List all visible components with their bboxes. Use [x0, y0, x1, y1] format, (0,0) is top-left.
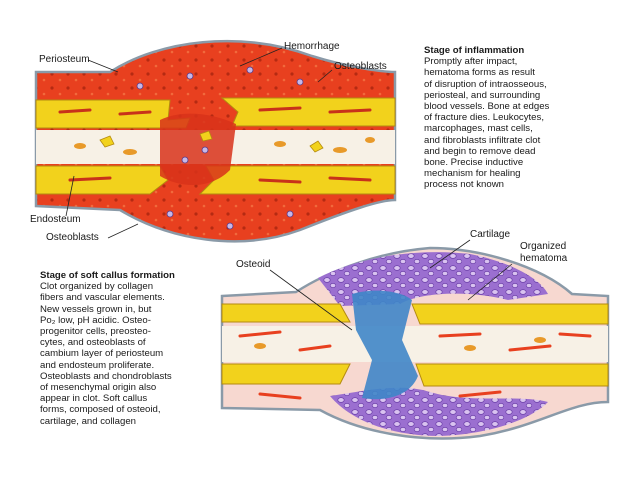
inflammation-stage-diagram — [34, 39, 397, 243]
inflammation-line: of disruption of intraosseous, — [424, 78, 547, 90]
inflammation-line: and begin to remove dead — [424, 145, 536, 157]
soft-callus-stage-diagram — [220, 239, 610, 440]
inflammation-line: Promptly after impact, — [424, 56, 518, 68]
soft-callus-line: forms, composed of osteoid, — [40, 404, 161, 416]
callus-cortical-bone-upper-right — [411, 303, 609, 325]
inflammation-line: bone. Precise inductive — [424, 157, 524, 169]
soft-callus-title: Stage of soft callus formation — [40, 270, 175, 281]
soft-callus-line: New vessels grown in, but — [40, 303, 152, 315]
inflammation-title: Stage of inflammation — [424, 45, 525, 56]
soft-callus-line: cartilage, and collagen — [40, 415, 137, 427]
soft-callus-line: fibers and vascular elements. — [40, 292, 165, 304]
cortical-bone-lower — [35, 165, 169, 195]
label-organized-hematoma-1: Organized — [520, 241, 567, 252]
inflammation-description: Stage of inflammation Promptly after imp… — [424, 45, 614, 191]
callus-marrow-cavity — [222, 326, 608, 362]
soft-callus-line: progenitor cells, preosteo- — [40, 326, 151, 338]
inflammation-line: process not known — [424, 179, 504, 191]
inflammation-line: periosteal, and surrounding — [424, 89, 541, 101]
soft-callus-line: of mesenchymal origin also — [40, 382, 157, 394]
label-osteoblasts-top: Osteoblasts — [334, 61, 387, 72]
label-cartilage: Cartilage — [470, 229, 511, 240]
label-organized-hematoma-2: hematoma — [520, 253, 568, 264]
soft-callus-line: Clot organized by collagen — [40, 281, 154, 293]
label-endosteum: Endosteum — [30, 214, 81, 225]
soft-callus-description: Stage of soft callus formation Clot orga… — [40, 270, 220, 427]
label-periosteum: Periosteum — [39, 54, 90, 65]
inflammation-line: mechanism for healing — [424, 168, 521, 180]
soft-callus-line: and endosteum proliferate. — [40, 359, 155, 371]
label-osteoblasts-bottom: Osteoblasts — [46, 232, 99, 243]
osteoid-region — [352, 290, 418, 400]
inflammation-line: marcophages, mast cells, — [424, 123, 533, 135]
fracture-clot — [160, 113, 236, 186]
inflammation-line: and fibroblasts infiltrate clot — [424, 134, 541, 146]
callus-cortical-bone-lower — [221, 363, 351, 385]
inflammation-line: blood vessels. Bone at edges — [424, 101, 550, 113]
label-osteoid: Osteoid — [236, 259, 271, 270]
callus-cortical-bone-upper — [221, 303, 351, 323]
cartilage-region-lower — [330, 387, 548, 436]
soft-callus-line: cambium layer of periosteum — [40, 348, 164, 360]
inflammation-line: hematoma forms as result — [424, 67, 535, 79]
soft-callus-line: Osteoblasts and chondroblasts — [40, 370, 172, 382]
label-hemorrhage: Hemorrhage — [284, 41, 340, 52]
soft-callus-line: Po₂ low, pH acidic. Osteo- — [40, 314, 151, 326]
soft-callus-line: appear in clot. Soft callus — [40, 393, 148, 405]
callus-cortical-bone-lower-right — [415, 363, 609, 387]
cortical-bone-upper-right — [220, 97, 396, 127]
inflammation-line: of fracture dies. Leukocytes, — [424, 112, 544, 124]
soft-callus-line: cytes, and osteoblasts of — [40, 337, 146, 349]
